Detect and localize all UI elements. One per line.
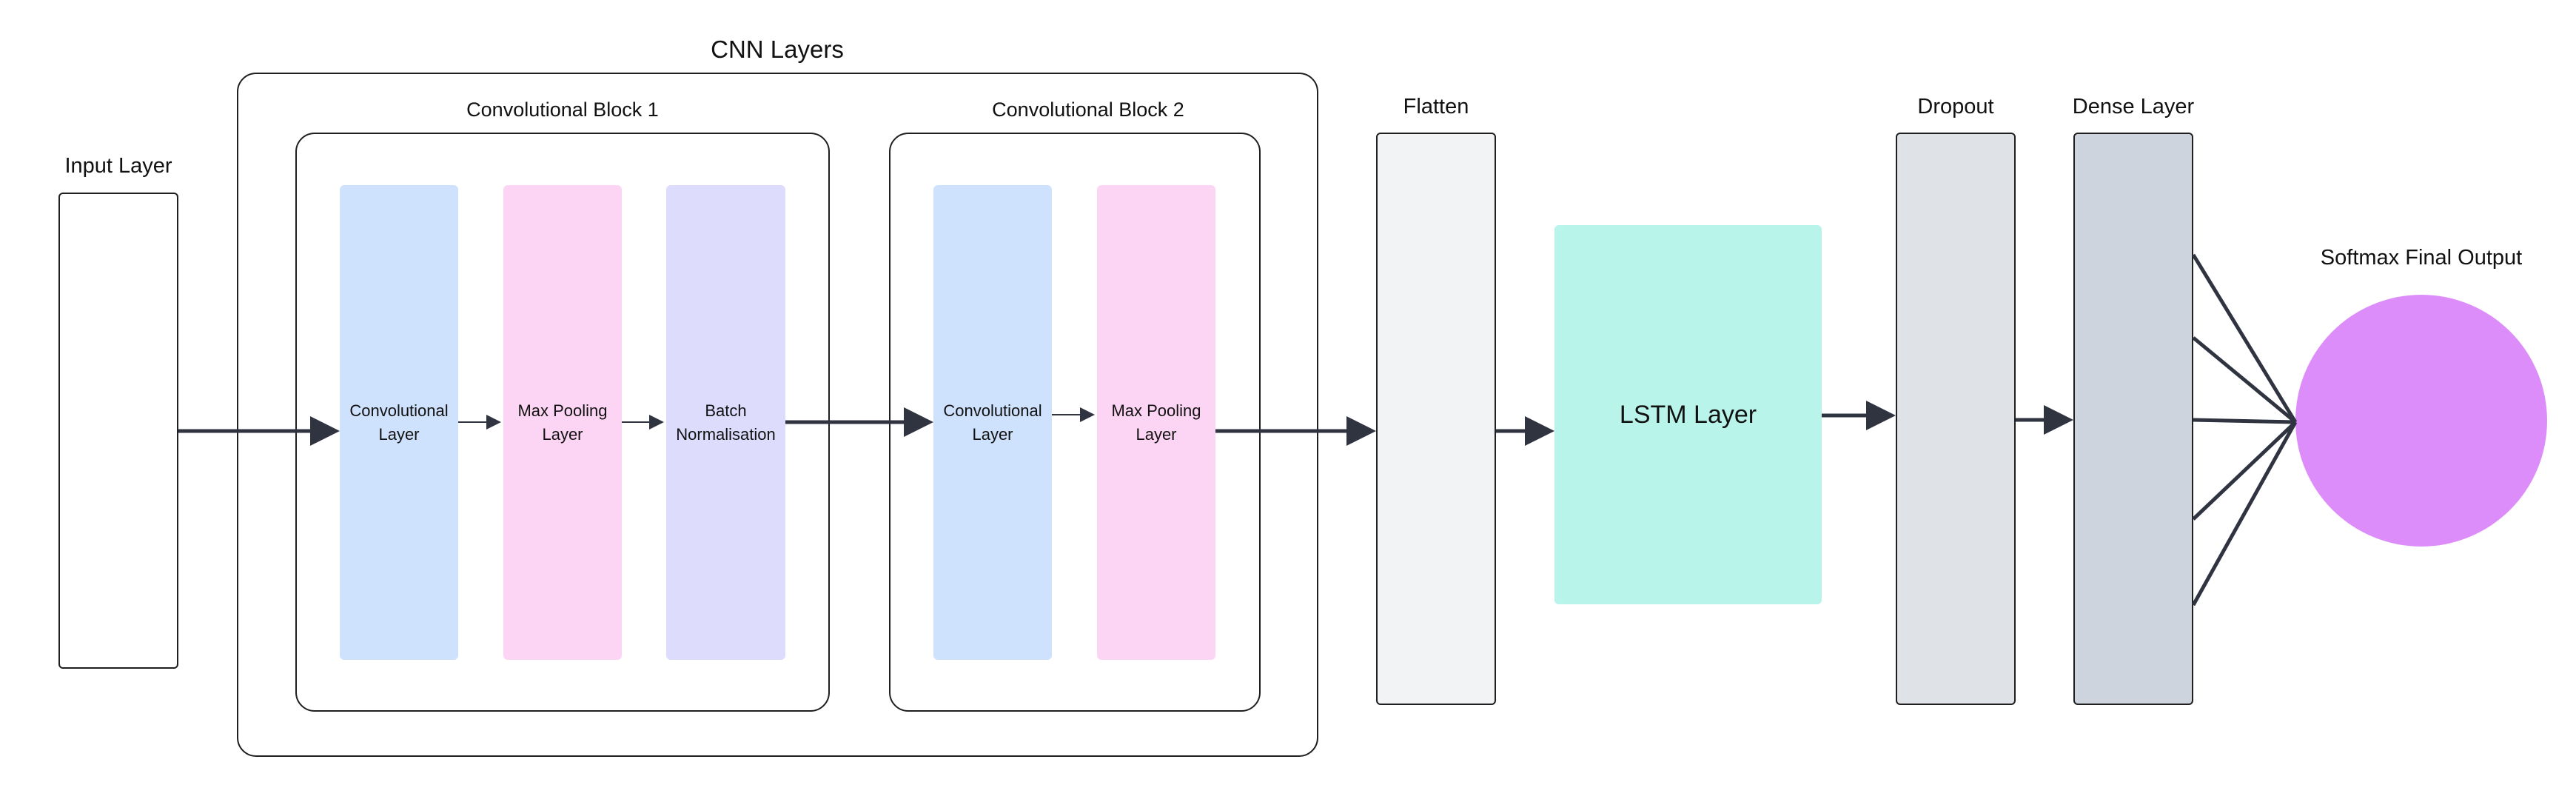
- flatten-title: Flatten: [1403, 95, 1469, 118]
- conv-block-2-title: Convolutional Block 2: [992, 98, 1184, 121]
- conv-block-1-title: Convolutional Block 1: [466, 98, 659, 121]
- dropout-title: Dropout: [1917, 95, 1994, 118]
- flatten-layer: [1376, 133, 1496, 705]
- dense-to-softmax-line-3: [2193, 418, 2296, 424]
- dense-layer: [2073, 133, 2193, 705]
- dense-to-softmax-line-1: [2191, 253, 2298, 424]
- cnn-layers-title: CNN Layers: [711, 36, 844, 63]
- dense-to-softmax-line-2: [2192, 336, 2297, 424]
- dense-to-softmax-line-4: [2192, 421, 2297, 521]
- lstm-layer: LSTM Layer: [1554, 225, 1822, 604]
- dense-layer-title: Dense Layer: [2072, 95, 2195, 118]
- input-layer-box: [58, 193, 178, 669]
- softmax-output-node: [2295, 295, 2547, 547]
- input-layer-title: Input Layer: [64, 154, 172, 178]
- softmax-title: Softmax Final Output: [2320, 246, 2523, 270]
- dropout-layer: [1896, 133, 2016, 705]
- dense-to-softmax-line-5: [2191, 421, 2298, 607]
